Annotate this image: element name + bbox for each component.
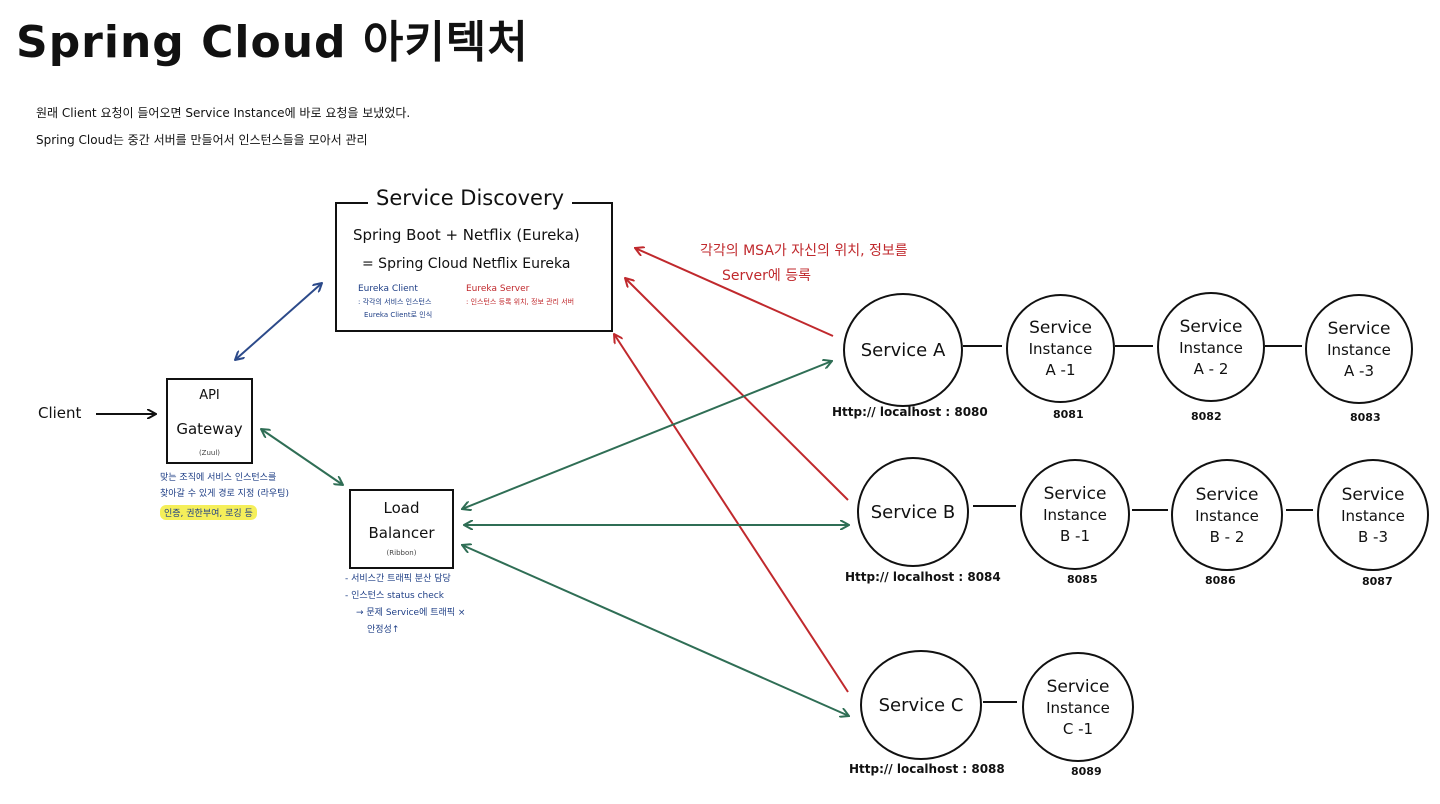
- service-b-name: Service B: [870, 501, 956, 523]
- instance-b-1-node: Service Instance B -1: [1020, 459, 1130, 570]
- instance-id: A - 2: [1193, 359, 1229, 378]
- instance-b-3-port: 8087: [1362, 575, 1393, 588]
- instance-a-1-node: Service Instance A -1: [1006, 294, 1115, 403]
- instance-a-2-node: Service Instance A - 2: [1157, 292, 1265, 402]
- service-c-address: Http:// localhost : 8088: [849, 762, 1005, 776]
- instance-label: Instance: [1195, 506, 1259, 525]
- instance-label: Service: [1046, 676, 1110, 697]
- lb-note-2: - 인스턴스 status check: [345, 591, 444, 601]
- api-gateway-sublabel: (Zuul): [198, 449, 221, 457]
- api-gateway-label-1: API: [199, 388, 220, 403]
- instance-label: Instance: [1179, 338, 1243, 357]
- service-a-name: Service A: [860, 339, 946, 361]
- service-b-address: Http:// localhost : 8084: [845, 570, 1001, 584]
- registration-note-1: 각각의 MSA가 자신의 위치, 정보를: [700, 243, 908, 259]
- service-b-register-arrow: [625, 278, 849, 501]
- instance-label: Service: [1043, 484, 1107, 504]
- instance-b-3-node: Service Instance B -3: [1317, 459, 1429, 571]
- lb-note-4: 안정성↑: [367, 625, 400, 635]
- instance-a-2-port: 8082: [1191, 410, 1222, 423]
- instance-label: Instance: [1028, 340, 1093, 358]
- eureka-client-desc-2: Eureka Client로 인식: [364, 311, 433, 319]
- page-title: Spring Cloud 아키텍처: [16, 17, 529, 68]
- api-gateway-label-2: Gateway: [176, 420, 243, 438]
- service-c-node: Service C: [860, 650, 982, 760]
- instance-label: Service: [1179, 316, 1243, 337]
- instance-label: Service: [1029, 318, 1092, 338]
- instance-label: Service: [1341, 484, 1405, 505]
- instance-b-2-port: 8086: [1205, 574, 1236, 587]
- instance-a-3-port: 8083: [1350, 411, 1381, 424]
- instance-id: B -3: [1357, 527, 1388, 546]
- lb-note-3: → 문제 Service에 트래픽 ×: [356, 608, 466, 618]
- instance-a-3-node: Service Instance A -3: [1305, 294, 1413, 404]
- service-c-name: Service C: [878, 694, 964, 716]
- api-gateway-box: [166, 378, 253, 464]
- load-balancer-sublabel: (Ribbon): [386, 549, 417, 557]
- gateway-note-2: 찾아갈 수 있게 경로 지정 (라우팅): [160, 489, 289, 499]
- lb-service-a-arrow: [462, 361, 832, 509]
- service-c-register-arrow: [614, 334, 849, 693]
- instance-b-2-node: Service Instance B - 2: [1171, 459, 1283, 571]
- instance-label: Instance: [1043, 506, 1107, 524]
- instance-label: Service: [1327, 318, 1391, 339]
- gateway-discovery-arrow: [235, 283, 322, 360]
- registration-note-2: Server에 등록: [722, 268, 812, 284]
- eureka-server-title: Eureka Server: [466, 284, 530, 294]
- eureka-client-desc-1: : 각각의 서비스 인스턴스: [358, 298, 432, 306]
- instance-c-1-node: Service Instance C -1: [1022, 652, 1134, 762]
- gateway-note-3-highlighted: 인증, 권한부여, 로깅 등: [160, 505, 257, 520]
- lb-note-1: - 서비스간 트래픽 분산 담당: [345, 574, 451, 584]
- eureka-client-title: Eureka Client: [358, 284, 418, 294]
- load-balancer-label-1: Load: [383, 499, 420, 517]
- service-a-register-arrow: [635, 248, 834, 337]
- instance-id: B -1: [1059, 527, 1090, 545]
- instance-id: A -3: [1344, 361, 1374, 380]
- eureka-server-desc: : 인스턴스 등록 위치, 정보 관리 서버: [466, 298, 575, 306]
- instance-b-1-port: 8085: [1067, 573, 1098, 586]
- service-discovery-title: Service Discovery: [368, 186, 573, 210]
- service-a-node: Service A: [843, 293, 963, 407]
- discovery-formula-line-1: Spring Boot + Netflix (Eureka): [353, 226, 580, 244]
- instance-label: Instance: [1327, 340, 1391, 359]
- instance-id: B - 2: [1209, 527, 1245, 546]
- instance-label: Service: [1195, 484, 1259, 505]
- service-b-node: Service B: [857, 457, 969, 567]
- gateway-note-1: 맞는 조직에 서비스 인스턴스를: [160, 473, 277, 483]
- instance-label: Instance: [1046, 698, 1110, 717]
- instance-id: A -1: [1045, 361, 1076, 379]
- instance-c-1-port: 8089: [1071, 765, 1102, 778]
- service-a-address: Http:// localhost : 8080: [832, 405, 988, 419]
- instance-id: C -1: [1062, 719, 1094, 738]
- instance-label: Instance: [1341, 506, 1405, 525]
- gateway-lb-arrow: [261, 429, 343, 485]
- load-balancer-label-2: Balancer: [368, 524, 435, 542]
- load-balancer-box: [349, 489, 454, 569]
- instance-a-1-port: 8081: [1053, 408, 1084, 421]
- discovery-formula-line-2: = Spring Cloud Netflix Eureka: [362, 256, 571, 272]
- service-discovery-box: [335, 202, 613, 332]
- intro-line-2: Spring Cloud는 중간 서버를 만들어서 인스턴스들을 모아서 관리: [36, 133, 368, 147]
- lb-service-c-arrow: [462, 545, 849, 716]
- client-label: Client: [38, 404, 82, 422]
- intro-line-1: 원래 Client 요청이 들어오면 Service Instance에 바로 …: [36, 106, 411, 120]
